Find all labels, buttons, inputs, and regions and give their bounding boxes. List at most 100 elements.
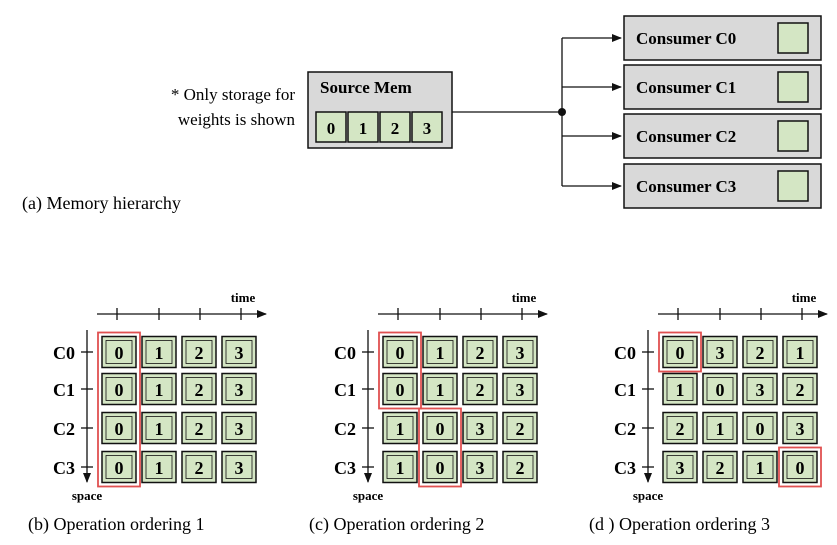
source-mem-cell-value: 1 bbox=[359, 119, 368, 138]
grid-cell-value: 0 bbox=[396, 343, 405, 363]
grid-cell-value: 3 bbox=[476, 458, 485, 478]
grid-cell: 2 bbox=[181, 372, 217, 406]
grid-cell: 0 bbox=[422, 411, 458, 445]
grid-cell: 2 bbox=[462, 335, 498, 369]
grid-cell: 1 bbox=[702, 411, 738, 445]
highlight-box bbox=[418, 407, 462, 488]
consumer-box: Consumer C0 bbox=[623, 15, 822, 61]
grid-cell: 2 bbox=[462, 372, 498, 406]
consumer-storage-cell bbox=[777, 22, 809, 54]
grid-cell: 0 bbox=[702, 372, 738, 406]
source-mem-cell-value: 2 bbox=[391, 119, 400, 138]
grid-cell-value: 0 bbox=[436, 458, 445, 478]
grid-cell-value: 2 bbox=[476, 343, 485, 363]
grid-cell-value: 1 bbox=[756, 458, 765, 478]
highlight-box bbox=[378, 331, 422, 410]
grid-cell: 0 bbox=[382, 372, 418, 406]
row-label: C1 bbox=[53, 380, 75, 400]
grid-cell-value: 1 bbox=[716, 419, 725, 439]
note-line-2: weights is shown bbox=[178, 110, 296, 129]
grid-cell-value: 3 bbox=[516, 343, 525, 363]
grid-cell: 2 bbox=[662, 411, 698, 445]
grid-cell-value: 3 bbox=[235, 380, 244, 400]
note-line-1: * Only storage for bbox=[171, 85, 296, 104]
caption-memory-hierarchy: (a) Memory hierarchy bbox=[22, 193, 181, 214]
grid-cell: 2 bbox=[181, 335, 217, 369]
consumer-label: Consumer C2 bbox=[636, 127, 736, 146]
grid-cell-value: 3 bbox=[235, 419, 244, 439]
grid-cell-value: 1 bbox=[155, 380, 164, 400]
grid-cell-value: 0 bbox=[436, 419, 445, 439]
grid-cell-value: 1 bbox=[396, 419, 405, 439]
grid-cell-value: 1 bbox=[436, 343, 445, 363]
grid-cell: 3 bbox=[462, 411, 498, 445]
grid-cell: 3 bbox=[221, 411, 257, 445]
grid-cell-value: 2 bbox=[195, 380, 204, 400]
grid-cell-value: 0 bbox=[115, 380, 124, 400]
grid-cell: 3 bbox=[742, 372, 778, 406]
grid-cell-value: 2 bbox=[796, 380, 805, 400]
grid-cell-value: 3 bbox=[716, 343, 725, 363]
grid-cell-value: 2 bbox=[756, 343, 765, 363]
grid-cell-value: 2 bbox=[195, 419, 204, 439]
grid-cell: 2 bbox=[181, 411, 217, 445]
row-label: C3 bbox=[53, 458, 75, 478]
consumer-storage-cell bbox=[777, 71, 809, 103]
grid-cell-value: 0 bbox=[716, 380, 725, 400]
grid-cell: 1 bbox=[141, 372, 177, 406]
grid-cell: 1 bbox=[742, 450, 778, 484]
grid-cell: 1 bbox=[422, 372, 458, 406]
source-mem-cell: 1 bbox=[347, 111, 379, 143]
grid-cell: 3 bbox=[221, 335, 257, 369]
grid-cell: 1 bbox=[141, 411, 177, 445]
grid-cell: 0 bbox=[742, 411, 778, 445]
grid-cell: 0 bbox=[101, 335, 137, 369]
grid-cell-value: 3 bbox=[235, 343, 244, 363]
highlight-box bbox=[97, 331, 141, 488]
grid-cell-value: 2 bbox=[676, 419, 685, 439]
grid-cell-value: 0 bbox=[796, 458, 805, 478]
grid-cell: 1 bbox=[422, 335, 458, 369]
source-mem-cell: 2 bbox=[379, 111, 411, 143]
grid-cell: 2 bbox=[502, 450, 538, 484]
grid-cell-value: 2 bbox=[516, 419, 525, 439]
source-mem-cell: 3 bbox=[411, 111, 443, 143]
grid-cell: 0 bbox=[101, 372, 137, 406]
grid-cell: 0 bbox=[662, 335, 698, 369]
grid-cell-value: 3 bbox=[756, 380, 765, 400]
grid-cell: 1 bbox=[141, 335, 177, 369]
ordering-caption: (c) Operation ordering 2 bbox=[309, 514, 484, 535]
time-axis-label: time bbox=[231, 290, 256, 305]
row-label: C3 bbox=[614, 458, 636, 478]
grid-cell-value: 3 bbox=[676, 458, 685, 478]
space-axis-label: space bbox=[353, 488, 384, 503]
consumer-box: Consumer C2 bbox=[623, 113, 822, 159]
grid-cell: 1 bbox=[382, 450, 418, 484]
highlight-box bbox=[778, 446, 822, 488]
grid-cell: 2 bbox=[742, 335, 778, 369]
consumer-box: Consumer C1 bbox=[623, 64, 822, 110]
grid-cell-value: 0 bbox=[115, 458, 124, 478]
space-axis-label: space bbox=[72, 488, 103, 503]
grid-cell-value: 3 bbox=[796, 419, 805, 439]
grid-cell-value: 3 bbox=[235, 458, 244, 478]
grid-cell-value: 0 bbox=[115, 343, 124, 363]
grid-cell-value: 0 bbox=[676, 343, 685, 363]
source-mem-cell-value: 0 bbox=[327, 119, 336, 138]
highlight-box bbox=[658, 331, 702, 373]
row-label: C0 bbox=[614, 343, 636, 363]
row-label: C1 bbox=[334, 380, 356, 400]
grid-cell-value: 0 bbox=[396, 380, 405, 400]
row-label: C2 bbox=[334, 419, 356, 439]
grid-cell: 2 bbox=[181, 450, 217, 484]
consumer-storage-cell bbox=[777, 170, 809, 202]
grid-cell-value: 1 bbox=[155, 458, 164, 478]
space-axis-label: space bbox=[633, 488, 664, 503]
grid-cell: 1 bbox=[782, 335, 818, 369]
grid-cell: 0 bbox=[101, 450, 137, 484]
grid-cell: 3 bbox=[702, 335, 738, 369]
grid-cell: 0 bbox=[101, 411, 137, 445]
grid-cell-value: 2 bbox=[716, 458, 725, 478]
